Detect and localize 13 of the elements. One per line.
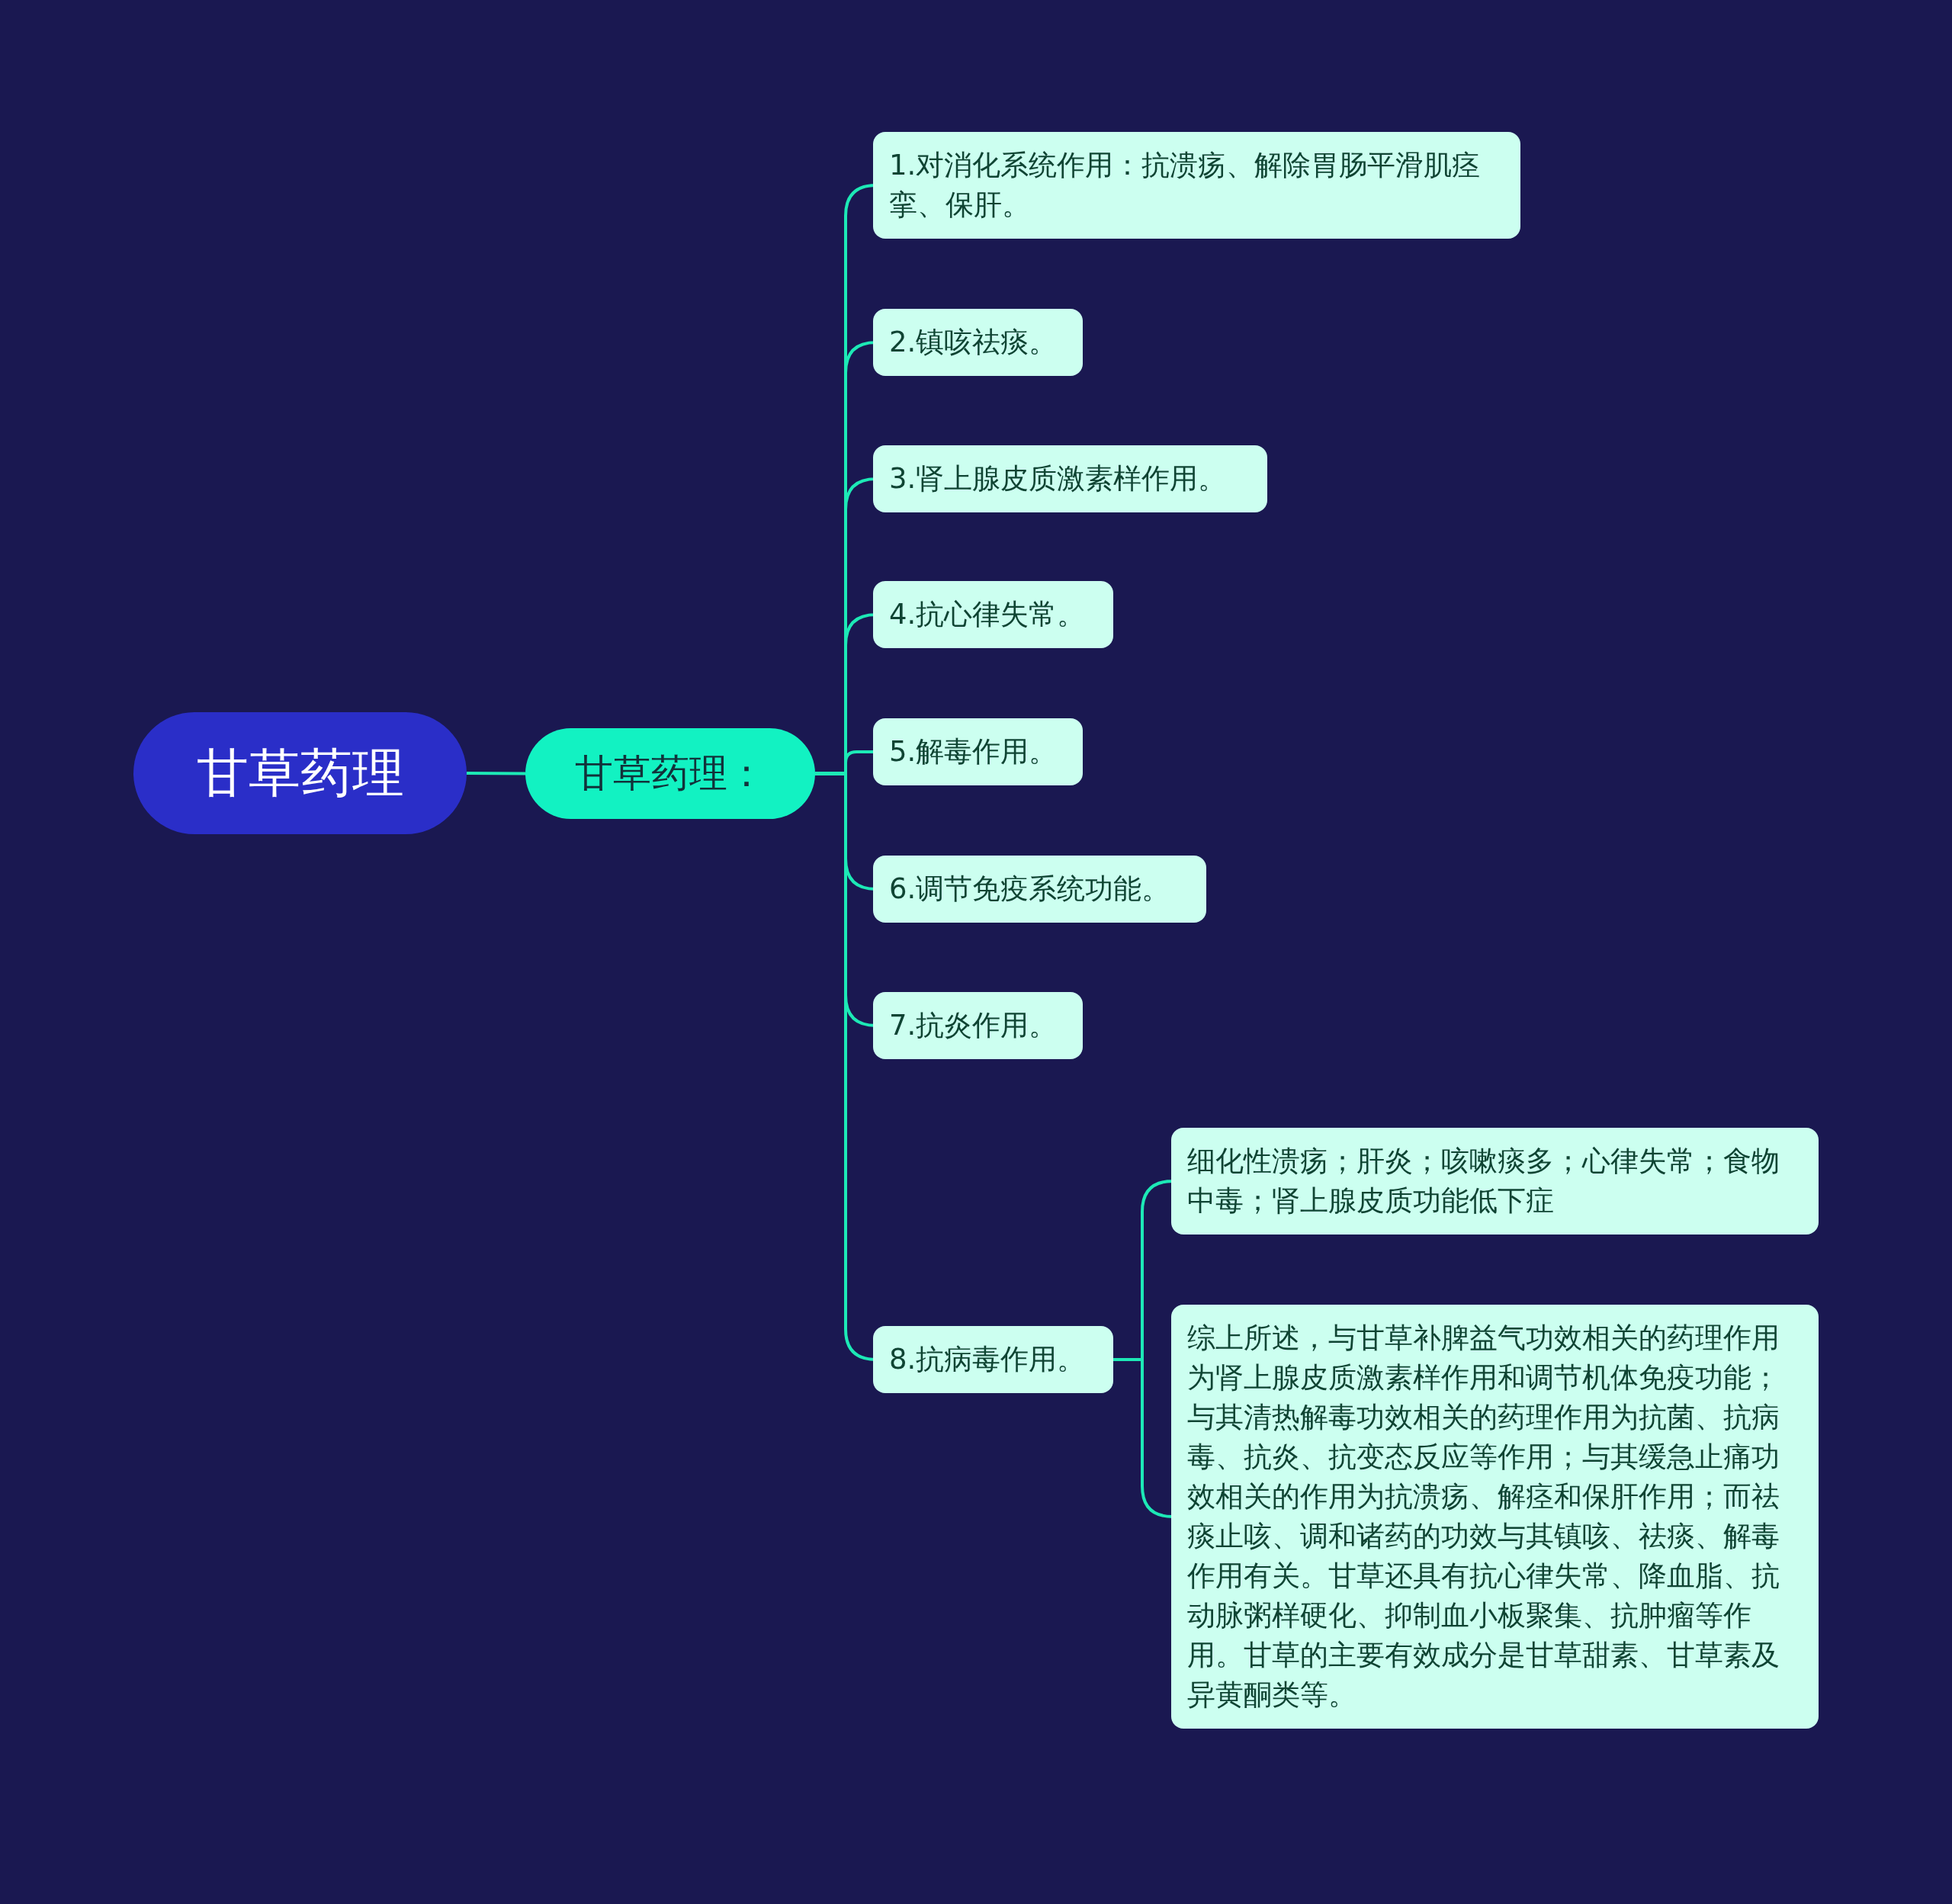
item-box: 5.解毒作用。: [873, 718, 1083, 785]
item-box: 2.镇咳祛痰。: [873, 309, 1083, 376]
item-box: 6.调节免疫系统功能。: [873, 856, 1206, 923]
note-box: 综上所述，与甘草补脾益气功效相关的药理作用为肾上腺皮质激素样作用和调节机体免疫功能；与其清热解毒功效相关的药理作用为抗菌、抗病毒、抗炎、抗变态反应等作用；与其缓急止痛功效相关的作用为抗溃疡、解痉和保肝作用；而祛痰止咳、调和诸药的功效与其镇咳、祛痰、解毒作用有关。甘草还具有抗心律失常、降血脂、抗动脉粥样硬化、抑制血小板聚集、抗肿瘤等作用。甘草的主要有效成分是甘草甜素、甘草素及异黄酮类等。: [1171, 1305, 1819, 1729]
item-box: 4.抗心律失常。: [873, 581, 1113, 648]
note-box: 细化性溃疡；肝炎；咳嗽痰多；心律失常；食物中毒；肾上腺皮质功能低下症: [1171, 1128, 1819, 1235]
root-topic-box: 甘草药理: [133, 712, 467, 834]
item-box: 8.抗病毒作用。: [873, 1326, 1113, 1393]
item-box: 7.抗炎作用。: [873, 992, 1083, 1059]
item-box: 1.对消化系统作用：抗溃疡、解除胃肠平滑肌痉挛、保肝。: [873, 132, 1520, 239]
item-box: 3.肾上腺皮质激素样作用。: [873, 445, 1267, 512]
topic-box: 甘草药理：: [525, 728, 815, 819]
connector-line: [467, 772, 525, 775]
